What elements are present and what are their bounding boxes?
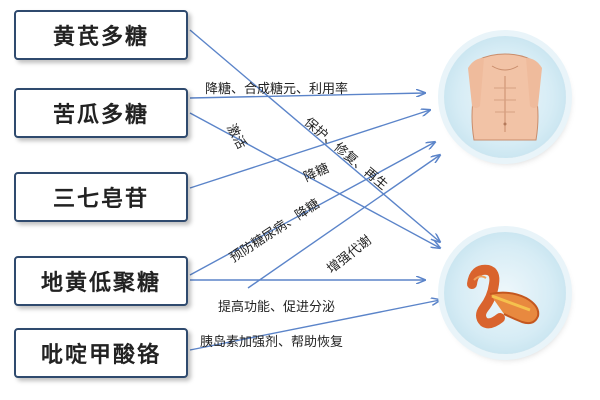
source-box-dihuang[interactable]: 地黄低聚糖 — [14, 256, 188, 306]
pancreas-icon — [467, 264, 540, 329]
torso-icon — [468, 53, 542, 141]
target-pancreas[interactable] — [444, 232, 566, 354]
source-box-chromium[interactable]: 吡啶甲酸铬 — [14, 328, 188, 378]
arrow-sanqi-torso — [189, 110, 430, 189]
arrow-kugua-torso — [189, 93, 425, 99]
arrow-dihuang-torso-2 — [247, 155, 440, 289]
source-box-kugua[interactable]: 苦瓜多糖 — [14, 88, 188, 138]
arrow-kugua-pancreas — [189, 112, 440, 248]
edge-label-8: 胰岛素加强剂、帮助恢复 — [200, 335, 344, 350]
edge-label-7: 提高功能、促进分泌 — [218, 300, 336, 315]
source-box-sanqi[interactable]: 三七皂苷 — [14, 172, 188, 222]
source-box-huangqi[interactable]: 黄芪多糖 — [14, 10, 188, 60]
edge-label-1: 降糖、合成糖元、利用率 — [205, 82, 349, 97]
target-torso[interactable] — [444, 36, 566, 158]
arrow-huangqi-pancreas — [189, 29, 440, 242]
arrow-chromium-pancreas — [189, 300, 440, 351]
arrow-dihuang-torso — [189, 142, 435, 276]
